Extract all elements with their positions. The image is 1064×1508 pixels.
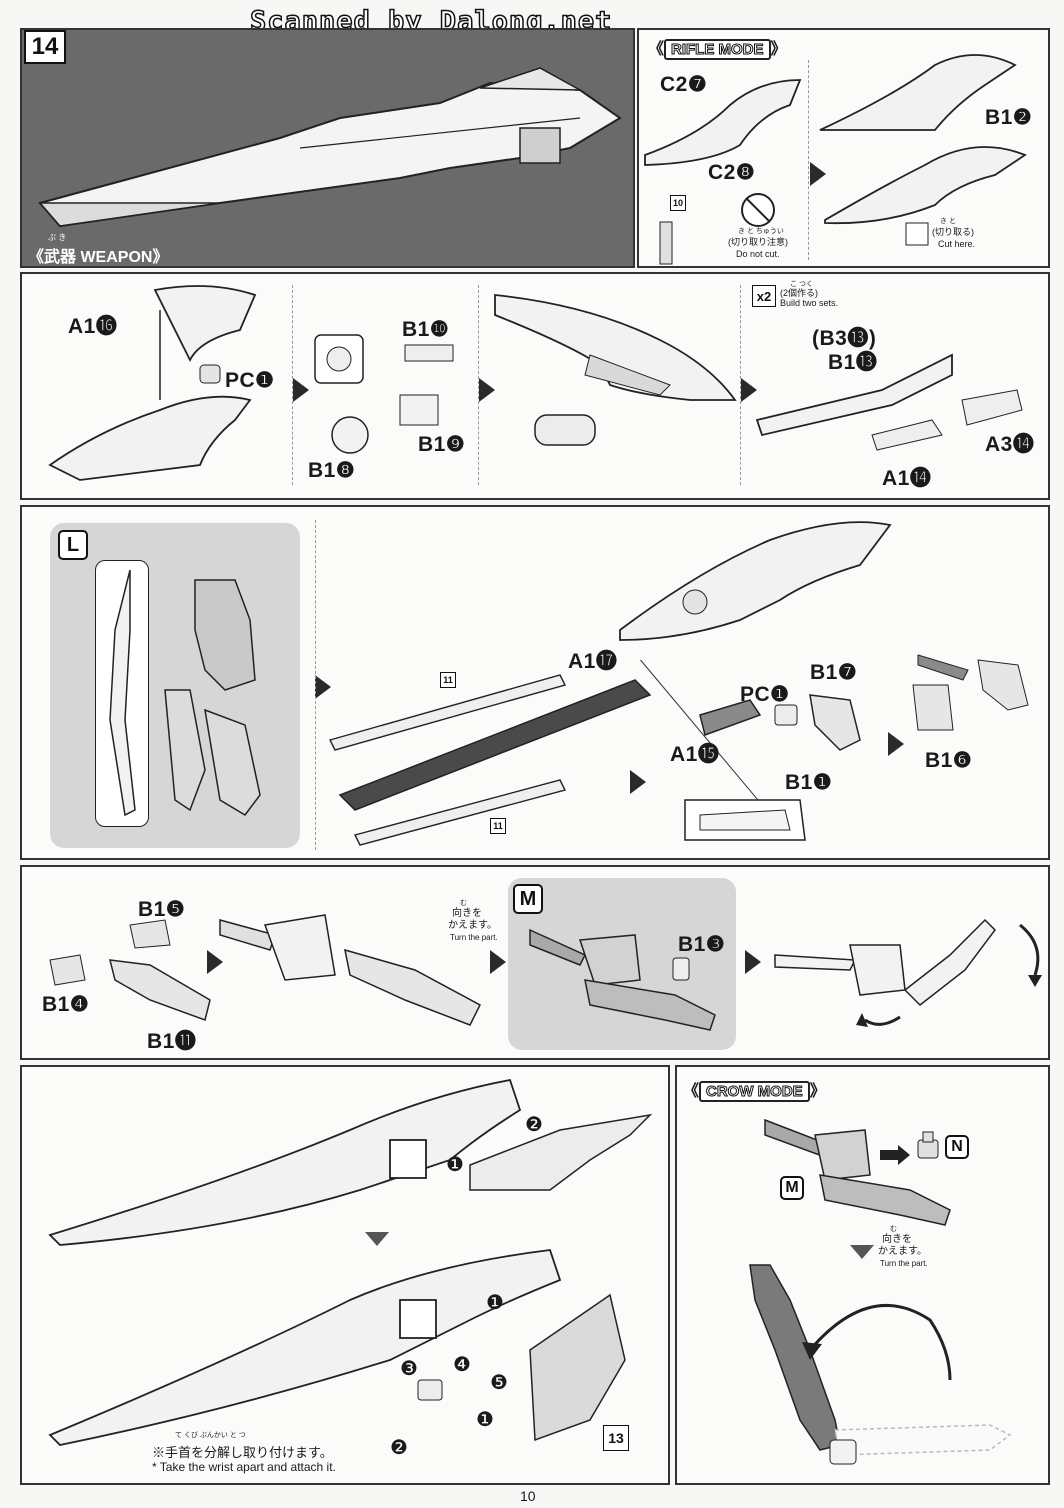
crow-turn-en: Turn the part. bbox=[880, 1259, 928, 1268]
label-a3-14: A3⓮ bbox=[985, 433, 1035, 456]
label-b1-7: B1❼ bbox=[810, 661, 858, 684]
label-b3-13: (B3⓭) bbox=[812, 327, 877, 350]
rifle-mode-title: 《RIFLE MODE》 bbox=[648, 39, 787, 60]
ref-11b: 11 bbox=[490, 818, 506, 834]
crow-m-label: M bbox=[780, 1176, 804, 1200]
crow-n-label: N bbox=[945, 1135, 969, 1159]
build-two-badge: x2 bbox=[752, 285, 776, 307]
label-c2-8: C2❽ bbox=[708, 161, 756, 184]
step-circle-3: ❸ bbox=[400, 1358, 418, 1380]
turn-jp1-row4: 向きを bbox=[452, 908, 482, 919]
note-en: * Take the wrist apart and attach it. bbox=[152, 1460, 336, 1474]
step-circle-1c: ❶ bbox=[476, 1409, 494, 1431]
label-b1-5: B1❺ bbox=[138, 898, 186, 921]
label-pc1-row3: PC❶ bbox=[740, 683, 790, 706]
part-b1-7-group bbox=[684, 694, 861, 841]
crow-mode-title: 《CROW MODE》 bbox=[683, 1081, 826, 1102]
part-row4-assembly bbox=[219, 914, 481, 1026]
cut-en: Cut here. bbox=[938, 239, 976, 249]
label-pc1: PC❶ bbox=[225, 369, 275, 392]
label-b1-11: B1⓫ bbox=[147, 1030, 197, 1053]
build-jp: (2個作る) bbox=[780, 288, 818, 298]
label-b1-4: B1❹ bbox=[42, 993, 90, 1016]
part-b1-13-assembly bbox=[755, 353, 1023, 451]
turn-jp2-row4: かえます。 bbox=[448, 920, 497, 931]
turn-ruby-row4: む bbox=[460, 900, 467, 907]
assembled-rifle-part bbox=[819, 54, 1027, 225]
part-b1-group bbox=[314, 334, 454, 454]
label-a1-15: A1⓯ bbox=[670, 743, 720, 766]
ref-10: 10 bbox=[670, 195, 686, 211]
step-circle-4: ❹ bbox=[453, 1354, 471, 1376]
part-b1-6-assembly bbox=[912, 654, 1029, 731]
rifle-attach-top bbox=[48, 1078, 653, 1246]
page-number: 10 bbox=[520, 1488, 536, 1504]
crow-turn-jp2: かえます。 bbox=[878, 1246, 927, 1257]
part-l-side bbox=[109, 569, 261, 817]
crow-turn-jp1: 向きを bbox=[882, 1234, 912, 1245]
cut-ruby: き と bbox=[940, 218, 956, 225]
label-b1-6: B1❻ bbox=[925, 749, 973, 772]
build-ruby: こ つく bbox=[790, 281, 813, 288]
no-cut-ruby: き と ちゅうい bbox=[738, 228, 784, 235]
step-number: 14 bbox=[24, 30, 66, 64]
no-cut-icon bbox=[741, 193, 775, 227]
weapon-title-ruby: ぶ き bbox=[48, 233, 67, 242]
weapon-title: 《武器 WEAPON》 bbox=[28, 249, 169, 266]
label-c2-7: C2❼ bbox=[660, 73, 708, 96]
label-b1-9: B1❾ bbox=[418, 433, 466, 456]
step-circle-5: ❺ bbox=[490, 1372, 508, 1394]
label-a1-16: A1⓰ bbox=[68, 315, 118, 338]
crow-m-part bbox=[764, 1118, 951, 1226]
label-b1-1: B1❶ bbox=[785, 771, 833, 794]
crow-turn-ruby: む bbox=[890, 1226, 897, 1233]
label-b1-8: B1❽ bbox=[308, 459, 356, 482]
crow-final-part bbox=[749, 1264, 1012, 1465]
label-b1-3: B1❸ bbox=[678, 933, 726, 956]
label-b1-10: B1❿ bbox=[402, 318, 450, 341]
ref-11a: 11 bbox=[440, 672, 456, 688]
label-a1-17: A1⓱ bbox=[568, 650, 618, 673]
part-assembly-2 bbox=[494, 294, 737, 446]
sub-m-label: M bbox=[513, 884, 543, 914]
cut-icon bbox=[905, 222, 929, 246]
part-a1-16 bbox=[48, 285, 257, 481]
turn-en-row4: Turn the part. bbox=[450, 933, 498, 942]
no-cut-en: Do not cut. bbox=[736, 249, 780, 259]
build-en: Build two sets. bbox=[780, 298, 839, 308]
label-b1-13: B1⓭ bbox=[828, 351, 878, 374]
part-b1-5-group bbox=[49, 919, 211, 1021]
step-circle-1a: ❶ bbox=[446, 1154, 464, 1176]
part-c2-7 bbox=[644, 79, 802, 166]
step-circle-2a: ❷ bbox=[525, 1114, 543, 1136]
part-c2-8 bbox=[659, 221, 673, 265]
no-cut-jp: (切り取り注意) bbox=[728, 237, 788, 247]
step-circle-2b: ❷ bbox=[390, 1437, 408, 1459]
step-circle-1b: ❶ bbox=[486, 1292, 504, 1314]
arrow-right-icon bbox=[880, 1145, 910, 1165]
barrel-assembly bbox=[328, 521, 892, 846]
note-ruby: て くび ぶんかい と つ bbox=[175, 1432, 246, 1439]
note-jp: ※手首を分解し取り付けます。 bbox=[152, 1445, 333, 1460]
cut-jp: (切り取る) bbox=[932, 227, 974, 237]
step-arrow bbox=[810, 162, 826, 186]
ref-13: 13 bbox=[603, 1425, 629, 1451]
rifle-illustration bbox=[38, 67, 622, 228]
label-b1-2: B1❷ bbox=[985, 106, 1033, 129]
part-row4-final bbox=[774, 918, 1042, 1027]
rifle-attach-bottom bbox=[48, 1249, 626, 1446]
part-m-assembly bbox=[529, 928, 716, 1031]
crow-n-part bbox=[917, 1131, 939, 1159]
label-a1-14: A1⓮ bbox=[882, 467, 932, 490]
sub-l-label: L bbox=[58, 530, 88, 560]
